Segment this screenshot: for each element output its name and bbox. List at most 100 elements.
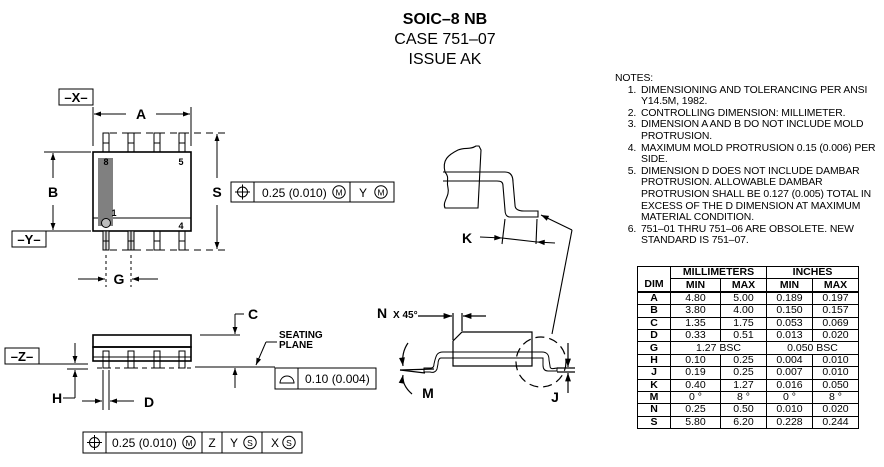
value-cell: 0.004 [766,353,813,368]
position-zyx-datum3-modifier: S [286,438,292,448]
value-cell: 8 ° [812,390,859,405]
value-cell: 1.75 [720,316,767,330]
datum-y-frame [11,230,47,248]
position-zyx-datum2: Y [230,436,238,450]
dim-cell: H [637,353,671,368]
dim-n-label: N [377,305,387,321]
value-cell: 0.228 [766,415,813,430]
position-zyx-datum3: X [271,436,279,450]
value-cell: 0 ° [670,390,721,405]
profile-icon [279,375,295,384]
group-header-millimeters: MILLIMETERS [670,265,767,280]
dim-h-label: H [52,390,62,406]
dim-k-label: K [462,230,472,246]
pin1-shading [98,158,113,226]
position-tolerance-frame-y [230,181,395,203]
dim-cell: C [637,316,671,330]
column-header-dim: DIM [637,279,671,293]
value-cell: 0.053 [766,316,813,330]
dim-cell: G [637,341,671,355]
dim-cell: M [637,390,671,405]
pin-8-label: 8 [103,157,108,167]
value-cell: 1.35 [670,316,721,330]
lead-detail-view [443,145,573,335]
dim-m-label: M [422,385,434,401]
value-cell: 0 ° [766,390,813,405]
datum-x-frame [58,88,94,106]
note-item: 751–01 THRU 751–06 ARE OBSOLETE. NEW STA… [639,224,883,247]
value-cell: 0.197 [812,290,859,306]
dimensions-table: MILLIMETERS INCHES DIM MIN MAX MIN MAX A… [637,265,859,430]
dim-a-label: A [136,106,146,122]
value-cell: 0.013 [766,328,813,343]
notes-section: NOTES: DIMENSIONING AND TOLERANCING PER … [615,73,883,247]
value-cell: 0.10 [670,353,721,368]
position-y-datum: Y [359,186,367,200]
dim-g-label: G [114,271,125,287]
dim-d-label: D [144,394,154,410]
position-y-modifier: M [335,188,342,198]
pin1-indicator-icon [101,218,111,228]
note-item: DIMENSION A AND B DO NOT INCLUDE MOLD PR… [639,119,883,142]
value-cell: 3.80 [670,304,721,318]
value-cell: 4.80 [670,290,721,306]
value-cell: 0.010 [812,366,859,380]
dim-cell: B [637,304,671,318]
note-item: DIMENSIONING AND TOLERANCING PER ANSI Y1… [639,85,883,108]
column-header-in-min: MIN [766,278,813,293]
value-cell: 0.069 [812,316,859,330]
value-cell: 4.00 [720,304,767,318]
notes-heading: NOTES: [615,73,654,84]
note-item: MAXIMUM MOLD PROTRUSION 0.15 (0.006) PER… [639,143,883,166]
value-cell: 0.19 [670,366,721,380]
dim-cell: K [637,378,671,392]
dim-c-label: C [248,306,258,322]
side-view [4,313,377,410]
dim-b-label: B [48,184,58,200]
value-cell: 6.20 [720,415,767,430]
value-cell: 0.157 [812,304,859,318]
group-header-inches: INCHES [766,265,859,280]
package-body [92,151,192,232]
column-header-in-max: MAX [812,278,859,293]
flatness-tolerance-frame [274,367,377,390]
mmc-modifier-icon [332,185,346,199]
value-cell: 5.80 [670,415,721,430]
value-cell: 0.50 [720,403,767,417]
table-header-row: DIM MIN MAX MIN MAX [637,278,859,293]
position-y-value: 0.25 (0.010) [262,186,327,200]
dim-cell: J [637,366,671,380]
value-cell: 0.189 [766,290,813,306]
dim-j-label: J [551,389,559,405]
value-cell: 0.33 [670,328,721,343]
issue-label: ISSUE AK [408,51,482,68]
position-zyx-datum1: Z [208,436,215,450]
rfs-modifier-icon [243,435,257,450]
value-cell: 0.244 [812,415,859,430]
datum-x-label: –X– [64,90,87,105]
mmc-modifier-icon [374,185,388,199]
seating-plane-label-2: PLANE [279,340,313,351]
note-item: CONTROLLING DIMENSION: MILLIMETER. [639,108,883,120]
note-item: DIMENSION D DOES NOT INCLUDE DAMBAR PROT… [639,166,883,224]
package-title: SOIC–8 NB [402,11,488,28]
dim-cell: D [637,328,671,343]
top-leads [102,132,186,153]
position-y-datum-modifier: M [377,188,384,198]
value-cell: 0.020 [812,403,859,417]
position-zyx-value: 0.25 (0.010) [112,436,177,450]
value-cell: 0.25 [670,403,721,417]
value-cell: 5.00 [720,290,767,306]
pin-1-label: 1 [111,208,116,218]
value-cell: 0.150 [766,304,813,318]
